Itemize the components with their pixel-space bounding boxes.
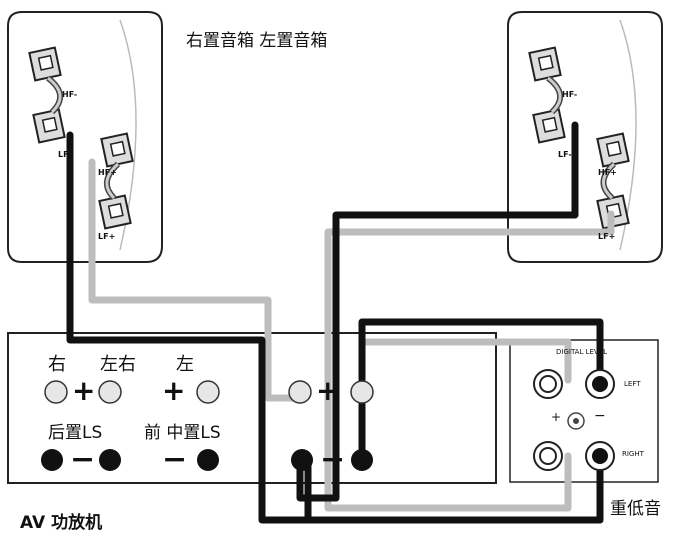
channel-label-left: 左	[176, 354, 194, 375]
speaker-terminal-hf-plus	[596, 132, 630, 168]
channel-label-right: 右	[48, 354, 66, 375]
speaker-title: 右置音箱 左置音箱	[186, 31, 328, 51]
right-speaker	[7, 11, 163, 263]
amp-name: AV 功放机	[20, 513, 103, 533]
left-speaker	[507, 11, 663, 263]
speaker-terminal-hf-plus	[100, 132, 134, 168]
speaker-terminal-hf-minus	[528, 46, 562, 82]
plus-sign: +	[72, 374, 96, 407]
sub-right-label: RIGHT	[622, 450, 644, 458]
minus-sign: −	[70, 442, 96, 477]
minus-sign: −	[320, 442, 346, 477]
sub-level-label: DIGITAL LEVEL	[556, 348, 608, 356]
terminal-label: HF+	[98, 168, 117, 177]
subwoofer-jacks	[533, 369, 615, 471]
terminal-label: LF-	[558, 150, 572, 159]
sub-minus: −	[594, 408, 606, 424]
terminal-label: LF+	[598, 232, 616, 241]
speaker-terminal-hf-minus	[28, 46, 62, 82]
subwoofer-panel	[509, 339, 659, 483]
plus-sign: +	[316, 374, 340, 407]
plus-sign: +	[162, 374, 186, 407]
subwoofer-name: 重低音	[610, 499, 661, 519]
speaker-terminal-lf-plus	[98, 194, 132, 230]
speaker-terminal-lf-minus	[32, 108, 66, 144]
terminal-label: LF-	[58, 150, 72, 159]
terminal-label: HF+	[598, 168, 617, 177]
speaker-terminal-lf-minus	[532, 108, 566, 144]
sub-plus: +	[551, 410, 562, 424]
amp-terminals	[41, 380, 374, 471]
front-center-ls-label: 前 中置LS	[144, 423, 221, 443]
minus-sign: −	[162, 442, 188, 477]
terminal-label: HF-	[562, 90, 578, 99]
av-amplifier	[7, 332, 497, 484]
terminal-label: HF-	[62, 90, 78, 99]
terminal-label: LF+	[98, 232, 116, 241]
channel-label-left-right: 左右	[100, 354, 136, 375]
sub-left-label: LEFT	[624, 380, 641, 388]
rear-ls-label: 后置LS	[48, 423, 103, 443]
